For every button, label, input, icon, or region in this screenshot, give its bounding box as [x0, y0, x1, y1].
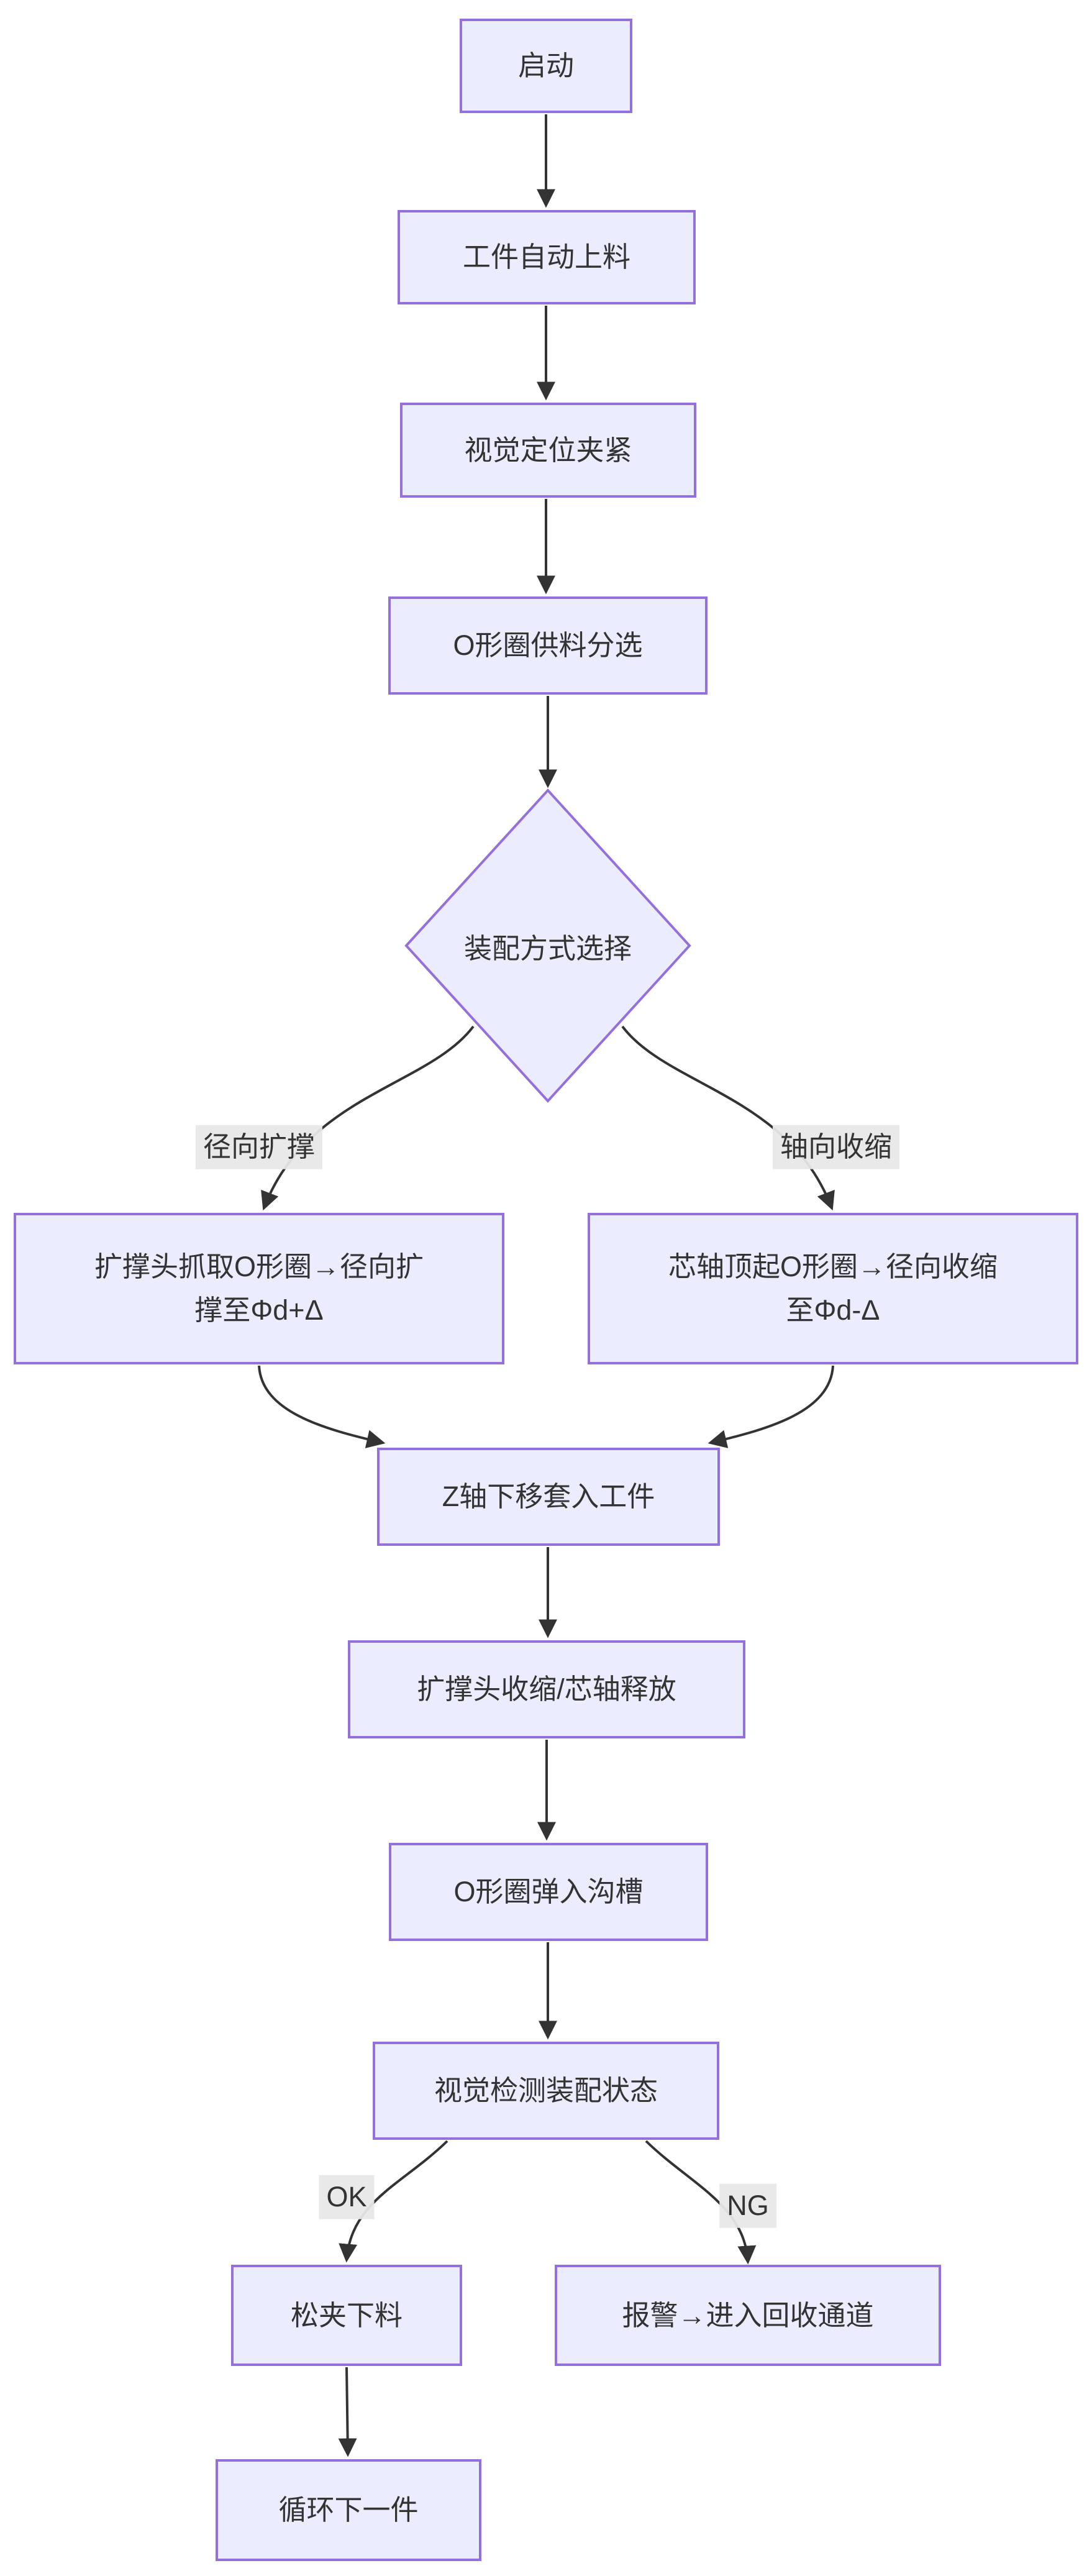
- node-feed: O形圈供料分选: [388, 596, 708, 695]
- node-decision: 装配方式选择: [436, 920, 660, 972]
- edge-label-ng-text: NG: [727, 2189, 769, 2221]
- node-inspect-label: 视觉检测装配状态: [434, 2075, 658, 2107]
- node-start-label: 启动: [517, 50, 574, 82]
- edge-label-radial-text: 径向扩撑: [202, 1130, 316, 1162]
- node-decision-label: 装配方式选择: [463, 932, 632, 964]
- edge-decision-expand: [261, 1025, 475, 1211]
- node-snap: O形圈弹入沟槽: [389, 1843, 708, 1941]
- node-next-label: 循环下一件: [278, 2494, 419, 2526]
- edge-inspect-alarm: [645, 2140, 757, 2265]
- node-insert: Z轴下移套入工件: [377, 1448, 720, 1546]
- edge-expand-insert: [258, 1365, 386, 1448]
- edge-decision-shrink: [621, 1025, 835, 1211]
- node-unload-label: 松夹下料: [290, 2299, 403, 2331]
- edge-label-ok-text: OK: [326, 2180, 367, 2213]
- edge-label-axial: 轴向收缩: [772, 1125, 900, 1169]
- node-clamp: 视觉定位夹紧: [400, 403, 696, 498]
- node-insert-label: Z轴下移套入工件: [442, 1481, 655, 1513]
- node-inspect: 视觉检测装配状态: [373, 2042, 719, 2140]
- node-shrink-line1: 芯轴顶起O形圈→径向收缩: [668, 1251, 998, 1283]
- node-feed-label: O形圈供料分选: [453, 629, 643, 662]
- node-alarm: 报警→进入回收通道: [555, 2265, 941, 2366]
- node-load-label: 工件自动上料: [462, 241, 630, 273]
- node-release-label: 扩撑头收缩/芯轴释放: [417, 1673, 676, 1706]
- node-alarm-label: 报警→进入回收通道: [622, 2299, 874, 2331]
- decision-diamond-shape: [404, 788, 691, 1103]
- node-snap-label: O形圈弹入沟槽: [453, 1876, 644, 1908]
- node-expand: 扩撑头抓取O形圈→径向扩 撑至Φd+Δ: [14, 1213, 504, 1364]
- node-shrink-line2: 至Φd-Δ: [786, 1294, 880, 1326]
- node-clamp-label: 视觉定位夹紧: [464, 434, 632, 466]
- edge-unload-next: [338, 2367, 357, 2457]
- edge-label-axial-text: 轴向收缩: [780, 1130, 893, 1162]
- node-start: 启动: [460, 19, 632, 113]
- node-load: 工件自动上料: [398, 210, 696, 304]
- node-next: 循环下一件: [216, 2459, 481, 2561]
- node-unload: 松夹下料: [231, 2265, 462, 2366]
- node-release: 扩撑头收缩/芯轴释放: [348, 1640, 745, 1738]
- edge-shrink-insert: [708, 1365, 834, 1448]
- edge-label-ng: NG: [719, 2183, 776, 2228]
- node-expand-line1: 扩撑头抓取O形圈→径向扩: [94, 1251, 424, 1283]
- edge-label-ok: OK: [319, 2175, 375, 2219]
- node-expand-line2: 撑至Φd+Δ: [194, 1294, 324, 1326]
- edge-label-radial: 径向扩撑: [195, 1125, 323, 1169]
- node-shrink: 芯轴顶起O形圈→径向收缩 至Φd-Δ: [588, 1213, 1078, 1364]
- edge-inspect-unload: [339, 2140, 448, 2263]
